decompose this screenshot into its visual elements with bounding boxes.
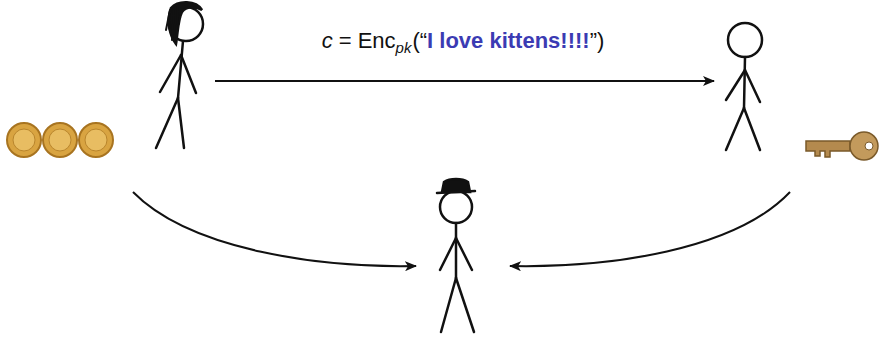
function-name: = Enc [339, 28, 396, 53]
message-arrow [215, 80, 714, 82]
coins-icon [7, 123, 113, 157]
receiver-figure [726, 23, 762, 150]
plaintext-message: I love kittens!!!! [427, 28, 590, 53]
key-subscript: pk [396, 39, 412, 56]
key-arrow [510, 192, 790, 266]
coins-arrow [133, 192, 416, 266]
sender-figure [156, 2, 203, 148]
key-icon [806, 132, 878, 160]
variable-name: c [322, 28, 333, 53]
ciphertext-label: c= Encpk(“I love kittens!!!!”) [322, 28, 605, 56]
eavesdropper-figure [437, 179, 475, 332]
bracket-text: ”) [590, 28, 605, 53]
bracket-text: (“ [412, 28, 427, 53]
